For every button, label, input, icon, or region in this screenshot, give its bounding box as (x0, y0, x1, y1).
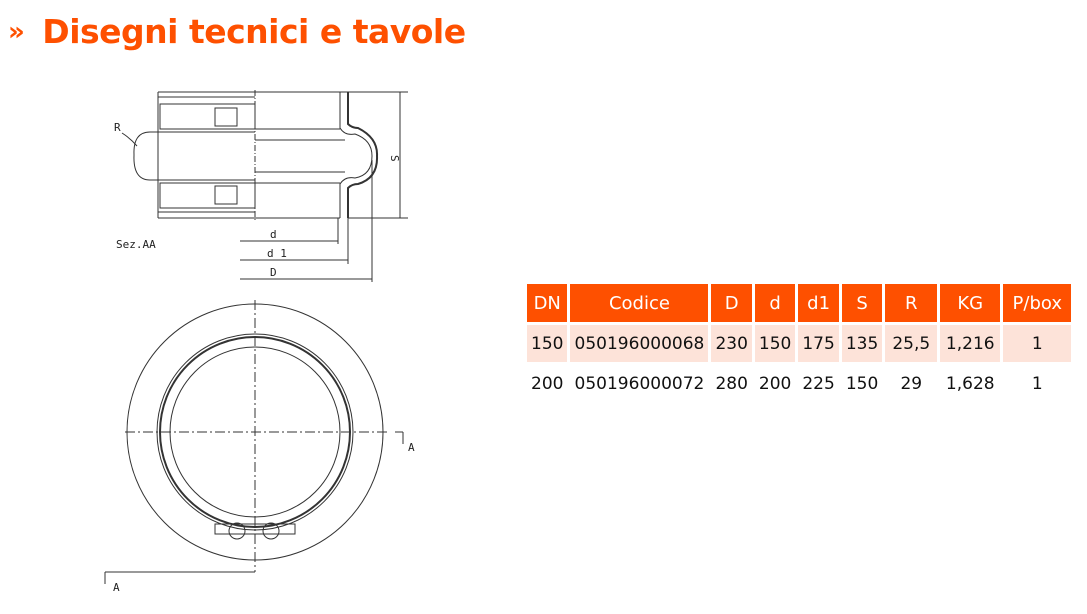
section-title: » Disegni tecnici e tavole (8, 12, 466, 51)
label-d1: d 1 (267, 247, 287, 260)
label-D: D (270, 266, 277, 279)
cell: 150 (845, 373, 879, 394)
col-header: d1 (798, 284, 839, 322)
cell: 29 (900, 373, 923, 394)
cut-label-A-right: A (408, 441, 415, 454)
table-row: 200 050196000072 280 200 225 150 29 1,62… (527, 365, 1071, 402)
cell: 1,216 (940, 325, 1001, 362)
cell: 150 (754, 325, 796, 362)
cell: 175 (798, 325, 839, 362)
cell: 280 (715, 373, 748, 394)
col-header: d (754, 284, 796, 322)
col-header: P/box (1003, 284, 1072, 322)
label-S: S (388, 155, 401, 162)
cell: 200 (531, 373, 564, 394)
cell: 150 (527, 325, 568, 362)
section-label: Sez.AA (116, 238, 156, 251)
col-header: Codice (570, 284, 709, 322)
col-header: S (841, 284, 883, 322)
technical-drawing: R S d d 1 D Sez.AA A A (104, 90, 415, 594)
table-row: 150 050196000068 230 150 175 135 25,5 1,… (527, 325, 1072, 362)
cell: 1 (1003, 325, 1072, 362)
cell: 200 (758, 373, 792, 394)
cell: 1 (1031, 373, 1043, 394)
double-chevron-right-icon: » (8, 16, 25, 47)
label-R: R (114, 121, 121, 134)
cell: 135 (841, 325, 883, 362)
label-d: d (270, 228, 277, 241)
cell: 050196000068 (570, 325, 709, 362)
col-header: R (885, 284, 938, 322)
section-title-text: Disegni tecnici e tavole (42, 12, 466, 51)
col-header: D (711, 284, 752, 322)
cell: 1,628 (945, 373, 995, 394)
cell: 225 (802, 373, 835, 394)
section-view (121, 90, 408, 282)
cell: 230 (711, 325, 752, 362)
specs-table: DN Codice D d d1 S R KG P/box 150 050196… (524, 281, 1074, 405)
cell: 050196000072 (574, 373, 705, 394)
col-header: DN (527, 284, 568, 322)
cell: 25,5 (885, 325, 938, 362)
cut-label-A-bottom: A (113, 581, 120, 594)
front-view (104, 300, 404, 584)
col-header: KG (940, 284, 1001, 322)
table-header-row: DN Codice D d d1 S R KG P/box (527, 284, 1072, 322)
